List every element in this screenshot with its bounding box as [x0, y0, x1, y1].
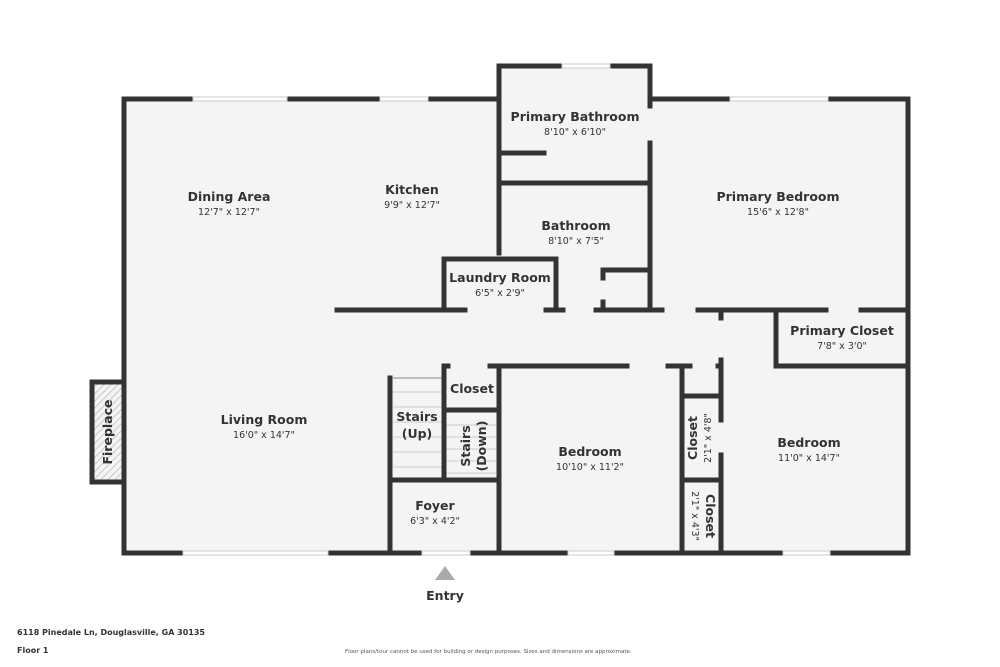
svg-text:2'1" x 4'3": 2'1" x 4'3"	[689, 491, 700, 541]
property-address: 6118 Pinedale Ln, Douglasville, GA 30135	[17, 628, 205, 637]
room-foyer: Foyer 6'3" x 4'2"	[410, 498, 460, 527]
svg-text:Stairs: Stairs	[396, 409, 437, 424]
room-bathroom: Bathroom 8'10" x 7'5"	[541, 218, 610, 247]
fireplace	[89, 379, 127, 485]
svg-text:8'10" x 6'10": 8'10" x 6'10"	[544, 127, 606, 138]
svg-text:Dining Area: Dining Area	[188, 189, 271, 204]
svg-text:6'5" x 2'9": 6'5" x 2'9"	[475, 288, 525, 299]
svg-text:15'6" x 12'8": 15'6" x 12'8"	[747, 207, 809, 218]
entry-door[interactable]	[421, 550, 471, 556]
fireplace-label: Fireplace	[100, 399, 115, 464]
svg-text:Bathroom: Bathroom	[541, 218, 610, 233]
svg-text:12'7" x 12'7": 12'7" x 12'7"	[198, 207, 260, 218]
svg-text:Fireplace: Fireplace	[100, 399, 115, 464]
svg-text:Living Room: Living Room	[221, 412, 308, 427]
svg-text:Laundry Room: Laundry Room	[449, 270, 551, 285]
svg-text:Kitchen: Kitchen	[385, 182, 439, 197]
room-bedroom-right: Bedroom 11'0" x 14'7"	[777, 435, 840, 464]
entry-label: Entry	[426, 588, 464, 603]
svg-text:Closet: Closet	[703, 494, 718, 538]
room-primary-bedroom: Primary Bedroom 15'6" x 12'8"	[716, 189, 839, 218]
walls	[121, 63, 911, 556]
svg-text:Bedroom: Bedroom	[777, 435, 840, 450]
svg-text:Closet: Closet	[450, 381, 494, 396]
room-laundry: Laundry Room 6'5" x 2'9"	[449, 270, 551, 299]
svg-text:7'8" x 3'0": 7'8" x 3'0"	[817, 341, 867, 352]
svg-text:8'10" x 7'5": 8'10" x 7'5"	[548, 236, 604, 247]
room-living: Living Room 16'0" x 14'7"	[221, 412, 308, 441]
windows	[182, 63, 831, 556]
svg-text:(Down): (Down)	[474, 421, 489, 472]
svg-text:Bedroom: Bedroom	[558, 444, 621, 459]
stairs-down	[447, 424, 496, 474]
floor-label: Floor 1	[17, 646, 49, 655]
svg-text:16'0" x 14'7": 16'0" x 14'7"	[233, 430, 295, 441]
svg-text:2'1" x 4'8": 2'1" x 4'8"	[703, 413, 714, 463]
stairs-up	[393, 391, 442, 468]
svg-text:Primary Bedroom: Primary Bedroom	[716, 189, 839, 204]
svg-text:Foyer: Foyer	[415, 498, 455, 513]
room-kitchen: Kitchen 9'9" x 12'7"	[384, 182, 440, 211]
svg-text:6'3" x 4'2": 6'3" x 4'2"	[410, 516, 460, 527]
svg-text:11'0" x 14'7": 11'0" x 14'7"	[778, 453, 840, 464]
svg-text:9'9" x 12'7": 9'9" x 12'7"	[384, 200, 440, 211]
svg-text:(Up): (Up)	[402, 426, 433, 441]
room-closet-stairs: Closet	[450, 381, 494, 396]
room-primary-bathroom: Primary Bathroom 8'10" x 6'10"	[511, 109, 640, 138]
svg-text:Closet: Closet	[685, 416, 700, 460]
svg-text:10'10" x 11'2": 10'10" x 11'2"	[556, 462, 624, 473]
room-bedroom-middle: Bedroom 10'10" x 11'2"	[556, 444, 624, 473]
svg-text:Primary Closet: Primary Closet	[790, 323, 894, 338]
stairs-down-label: Stairs (Down)	[458, 421, 489, 472]
entry-arrow-icon	[435, 566, 455, 580]
room-dining: Dining Area 12'7" x 12'7"	[188, 189, 271, 218]
disclaimer: Floor plans/tour cannot be used for buil…	[345, 649, 632, 655]
room-primary-closet: Primary Closet 7'8" x 3'0"	[790, 323, 894, 352]
svg-text:Stairs: Stairs	[458, 425, 473, 466]
room-closet-lower: Closet 2'1" x 4'3"	[689, 491, 718, 541]
room-closet-upper: Closet 2'1" x 4'8"	[685, 413, 714, 463]
svg-text:Primary Bathroom: Primary Bathroom	[511, 109, 640, 124]
stairs-up-label: Stairs (Up)	[396, 409, 437, 441]
